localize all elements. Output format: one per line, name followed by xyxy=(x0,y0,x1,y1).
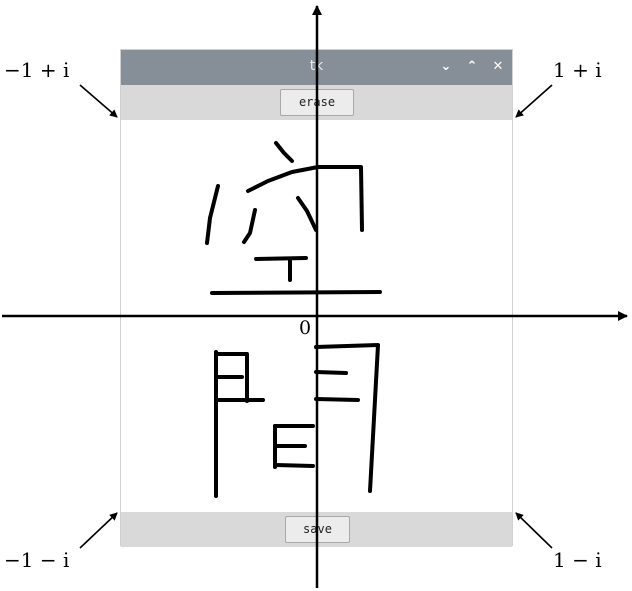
stroke xyxy=(296,196,318,232)
arrow-bottom-right xyxy=(515,512,553,549)
arrow-bottom-left xyxy=(79,512,118,549)
stroke xyxy=(274,141,294,163)
stroke xyxy=(274,463,315,468)
origin-label: 0 xyxy=(299,317,312,339)
stroke xyxy=(210,290,382,295)
close-icon[interactable]: ✕ xyxy=(492,59,504,74)
stroke xyxy=(254,256,308,261)
maximize-icon[interactable]: ⌃ xyxy=(466,59,478,74)
stroke xyxy=(242,208,257,244)
stroke xyxy=(214,352,249,403)
label-bottom-right: 1 − i xyxy=(553,548,602,572)
stroke xyxy=(314,370,348,375)
label-top-right: 1 + i xyxy=(553,58,602,82)
arrow-top-left xyxy=(79,84,118,118)
arrow-top-right xyxy=(515,84,553,118)
handwritten-strokes xyxy=(205,141,382,498)
minimize-icon[interactable]: ⌄ xyxy=(440,59,452,74)
stroke xyxy=(246,165,364,232)
label-bottom-left: −1 − i xyxy=(4,548,70,572)
label-top-left: −1 + i xyxy=(4,58,70,82)
stroke xyxy=(314,343,380,493)
stroke xyxy=(314,397,360,402)
stroke xyxy=(205,184,220,245)
